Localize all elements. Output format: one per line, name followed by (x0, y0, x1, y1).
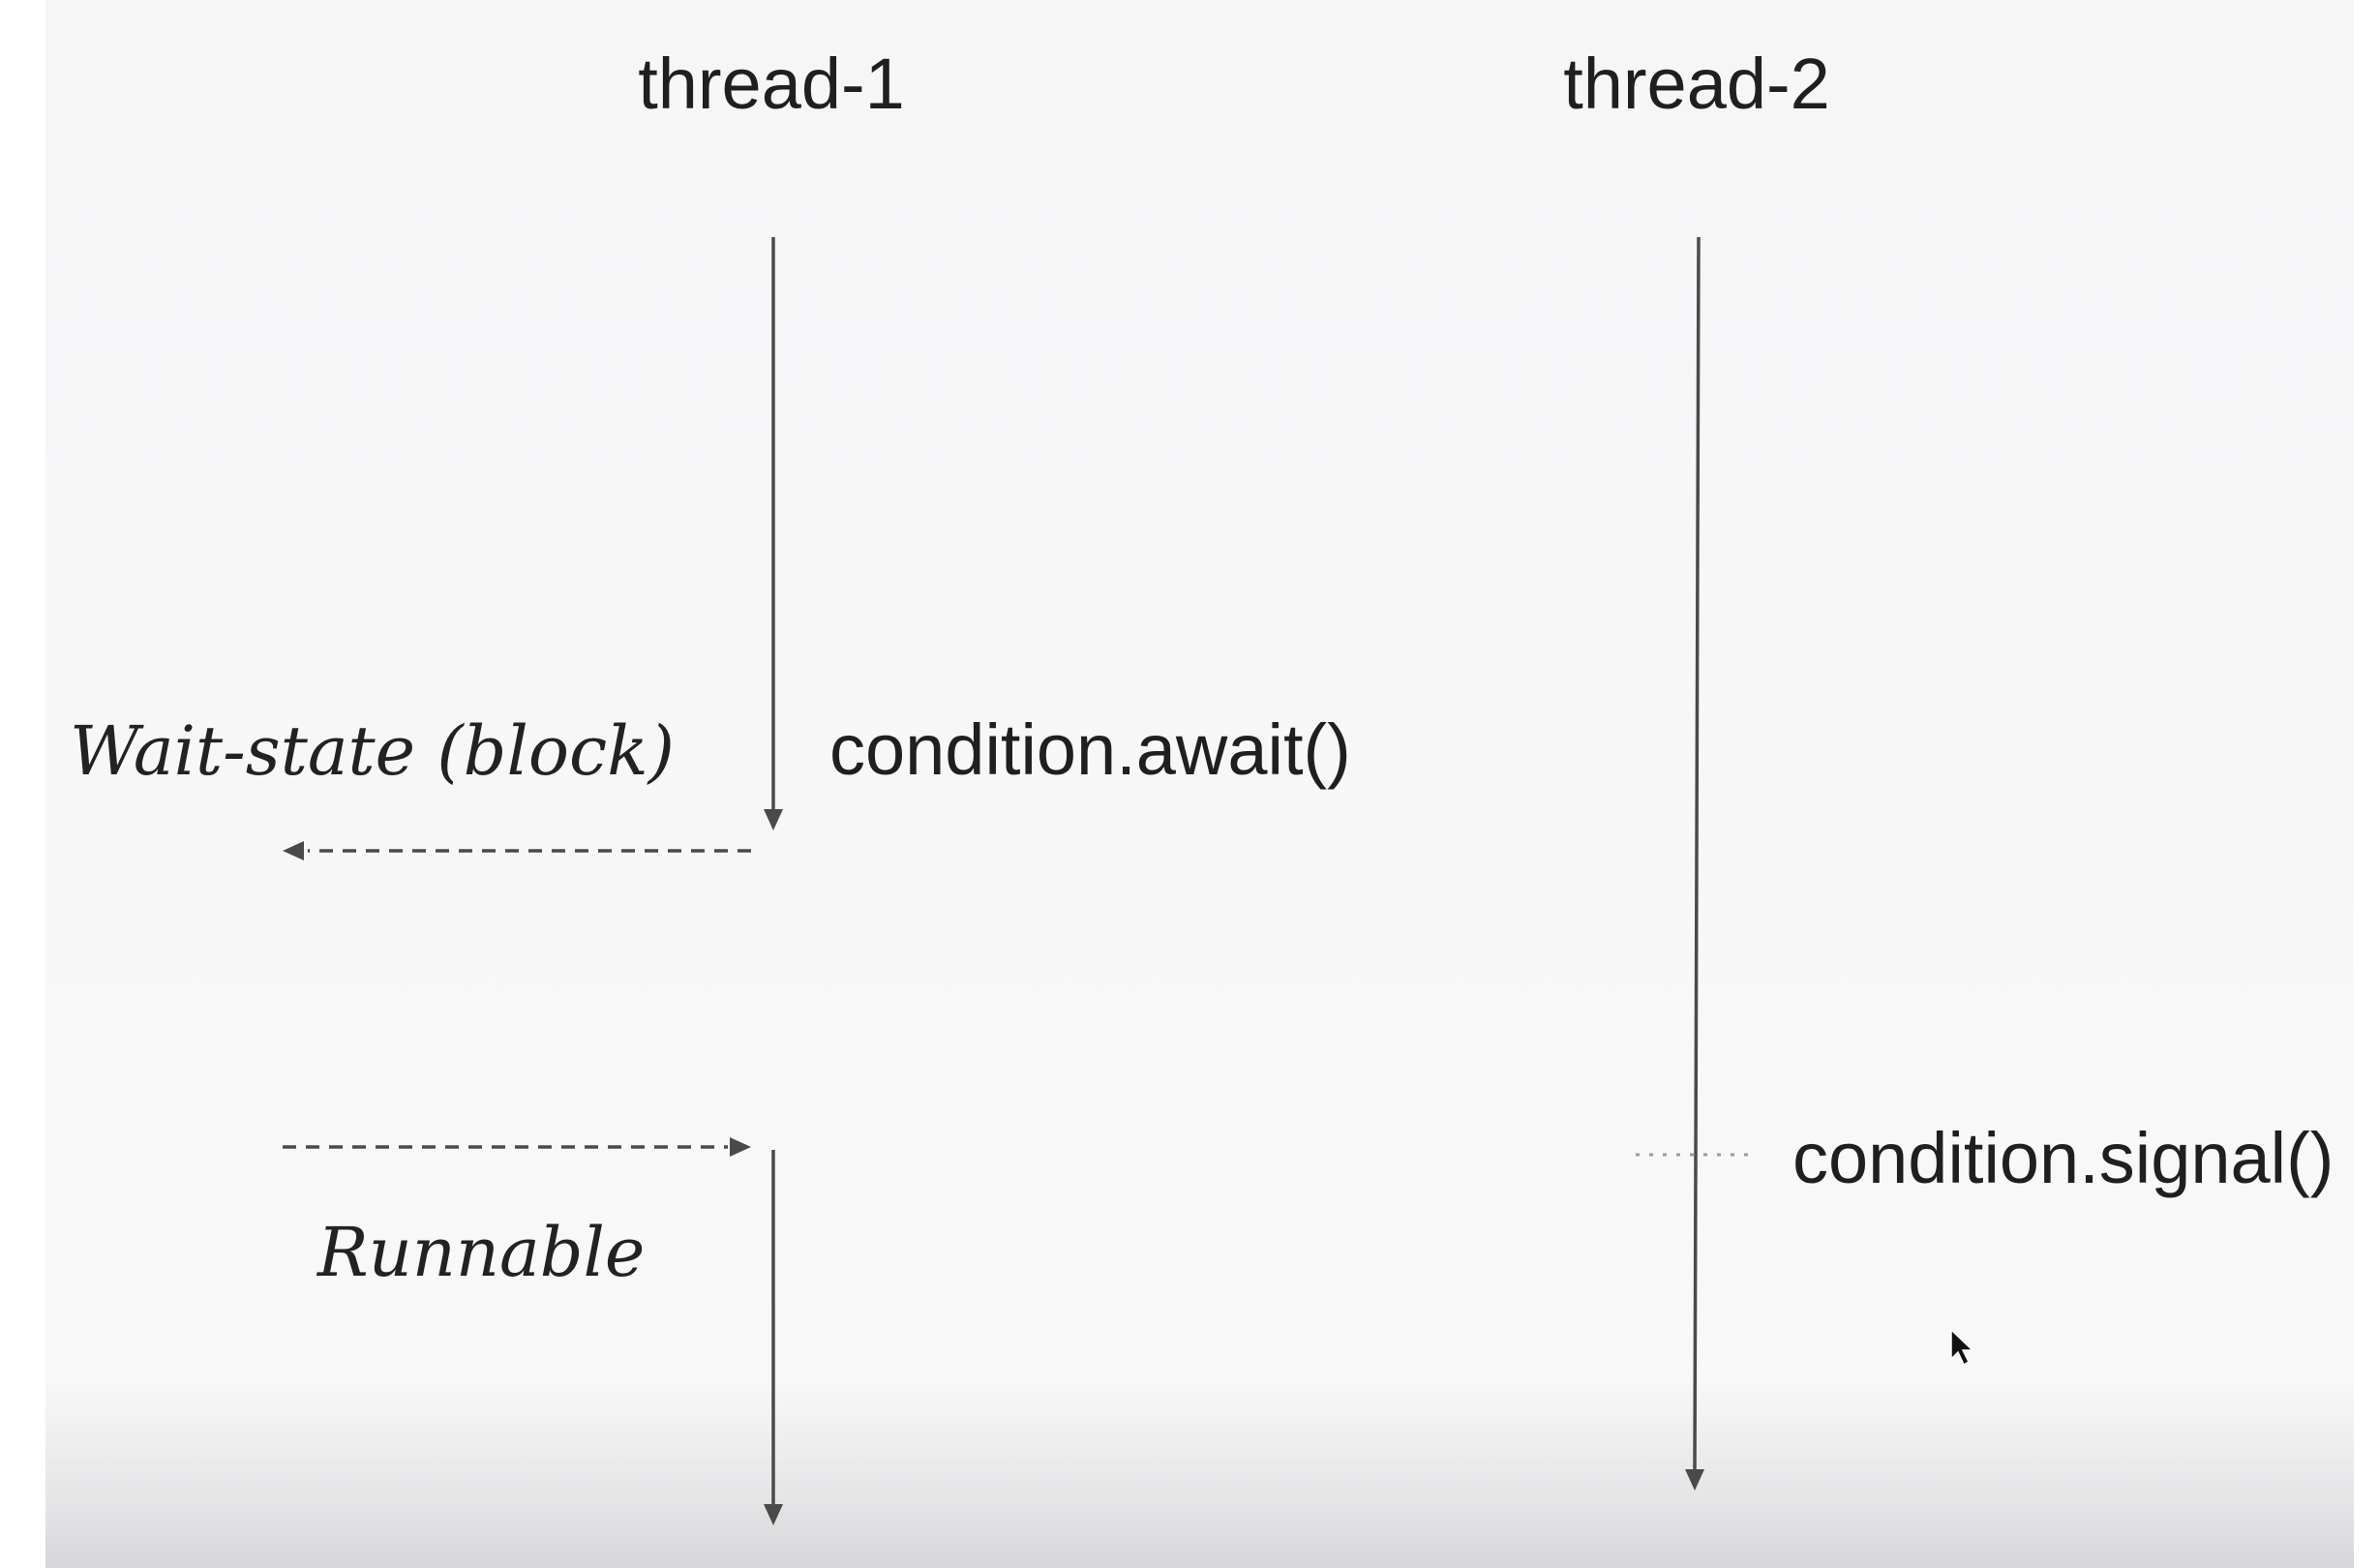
runnable-state-label: Runnable (316, 1213, 645, 1292)
thread-2-label: thread-2 (1563, 44, 1830, 124)
await-call-label: condition.await() (829, 709, 1351, 790)
thread-2-lifeline (1693, 236, 1701, 1472)
thread-1-label: thread-1 (638, 44, 905, 124)
signal-call-label: condition.signal() (1792, 1118, 2334, 1198)
slide-background (45, 0, 2354, 1568)
runnable-arrowhead (730, 1137, 751, 1157)
thread-1-lower-arrowhead (764, 1504, 783, 1525)
mouse-cursor-icon (1950, 1328, 1974, 1367)
thread-2-arrowhead (1685, 1469, 1704, 1491)
wait-state-arrowhead (283, 841, 304, 860)
wait-state-label: Wait-state (block) (70, 711, 675, 791)
thread-1-upper-arrowhead (764, 809, 783, 830)
